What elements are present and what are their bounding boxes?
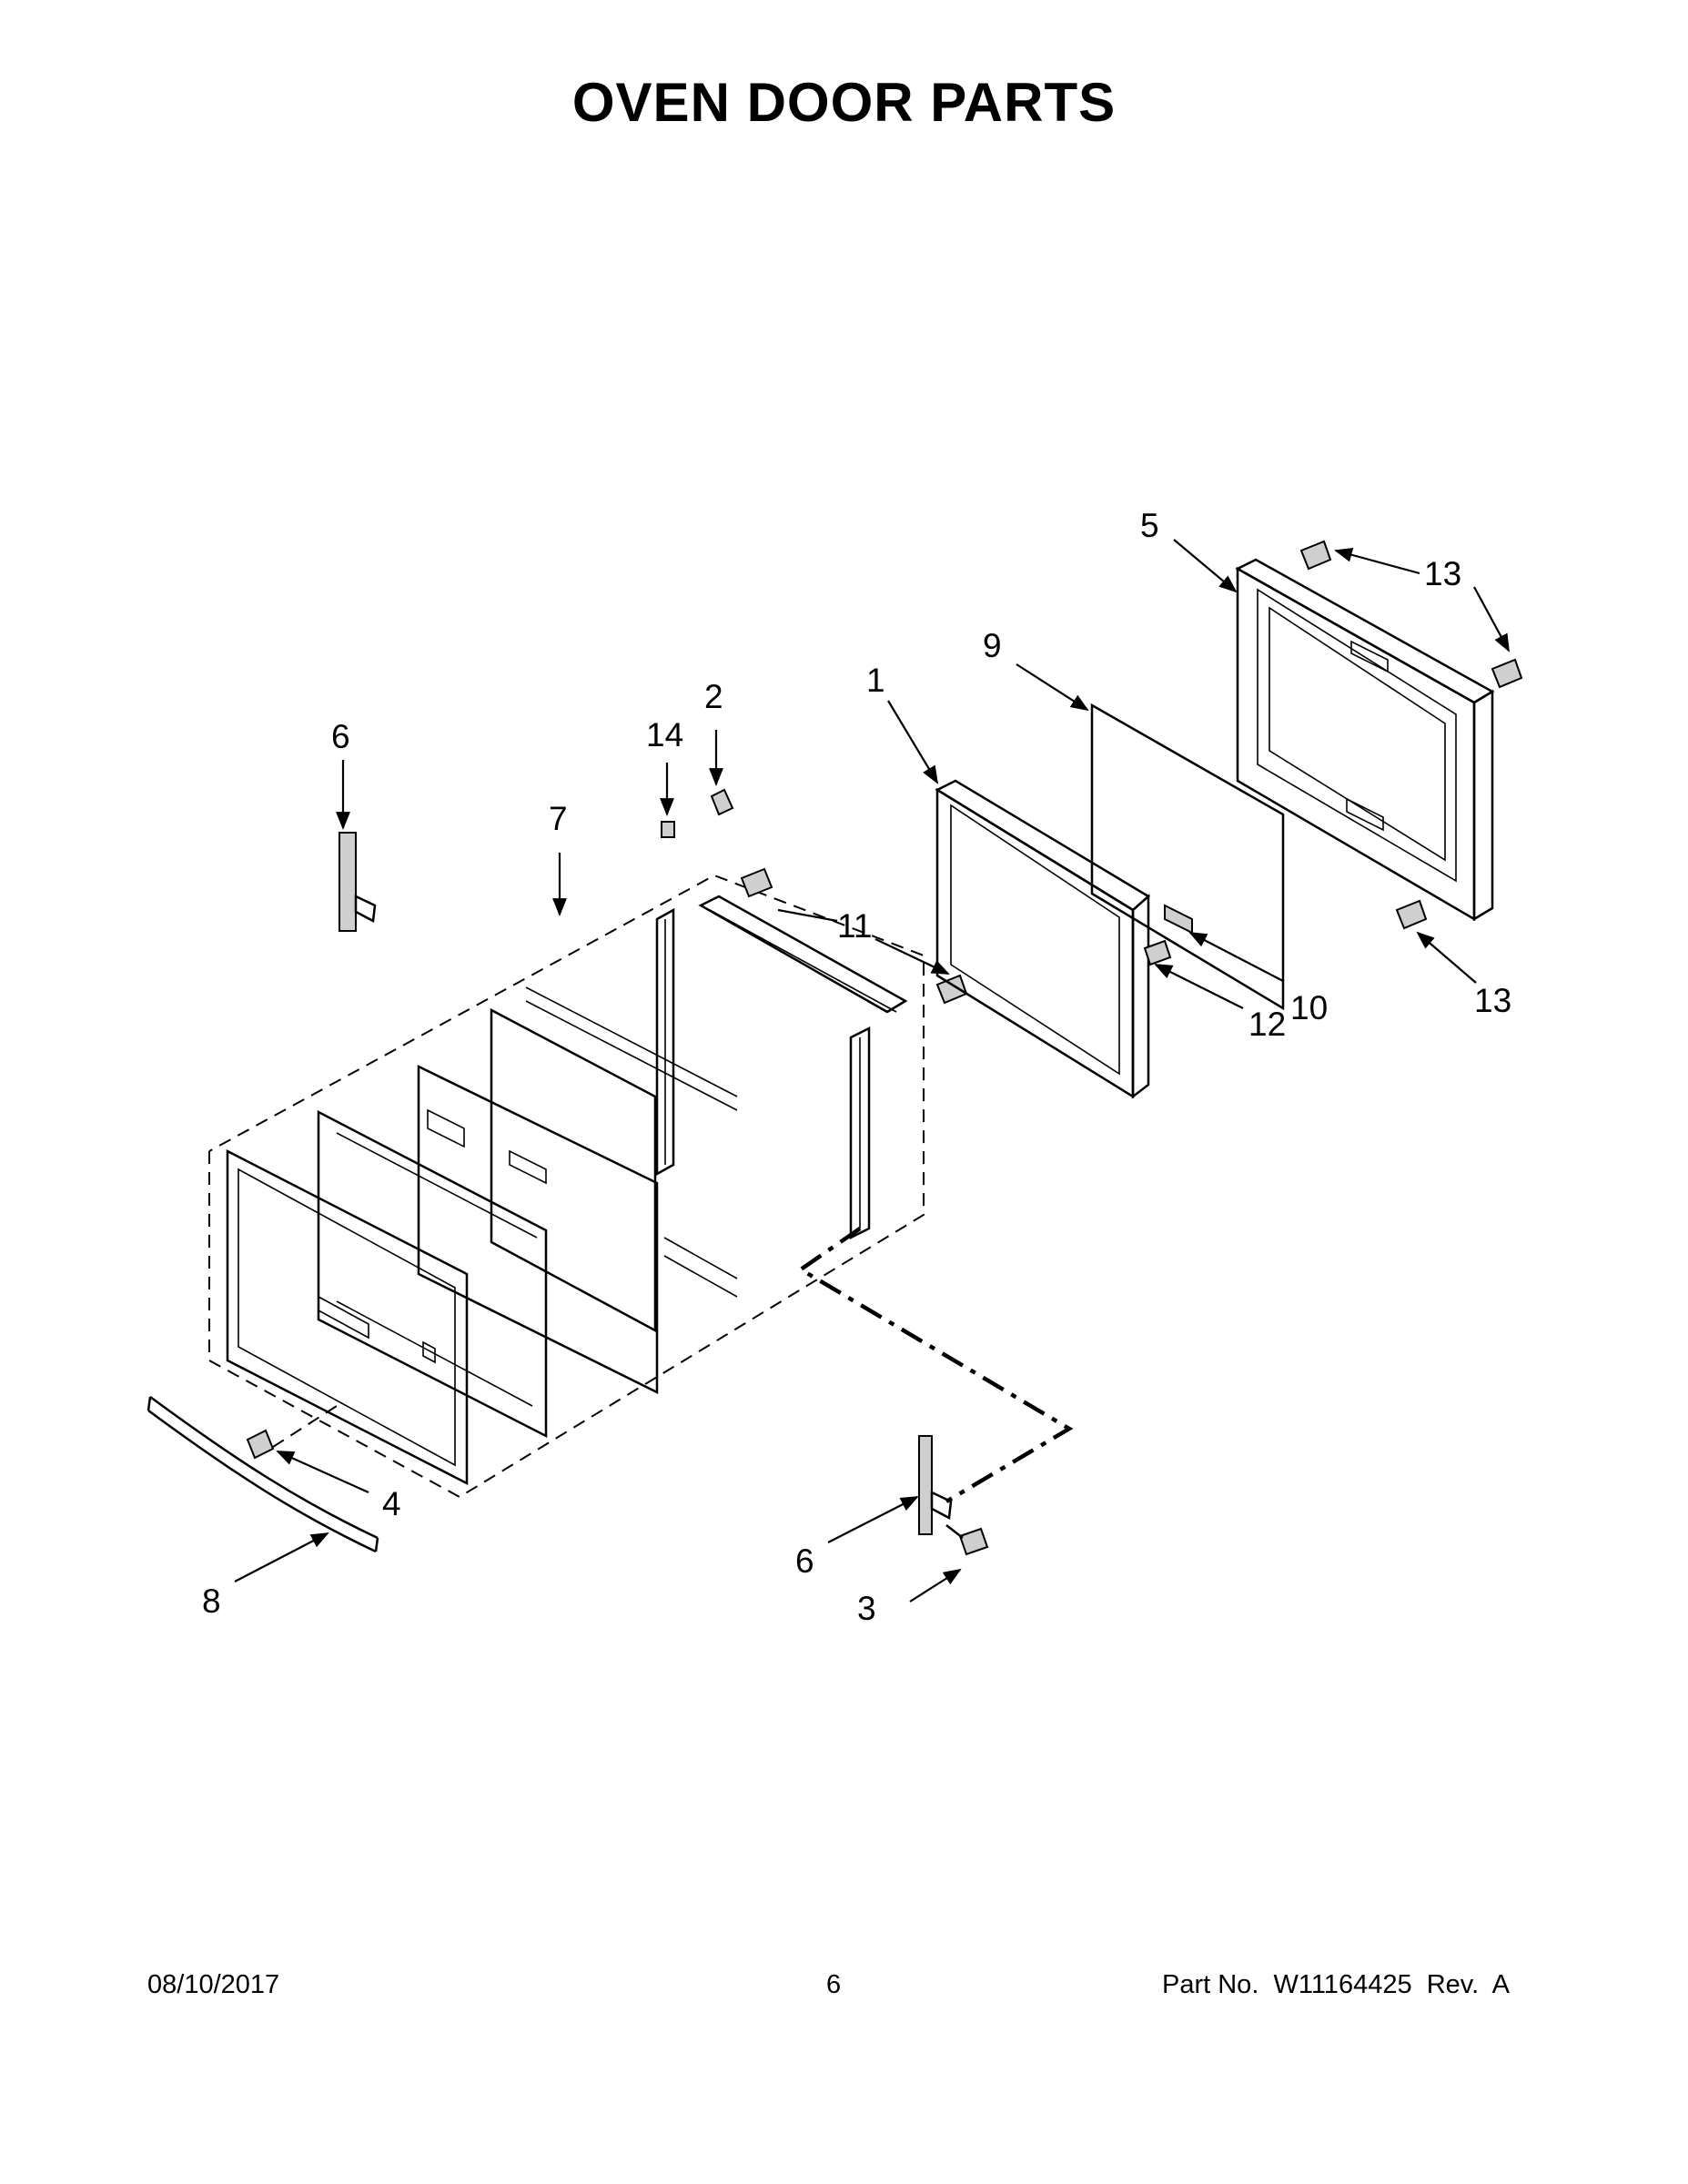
hinge-bottom [918, 1435, 953, 1535]
insulation-panel [1090, 703, 1285, 1011]
callout-4: 4 [382, 1485, 401, 1522]
callout-7: 7 [549, 800, 568, 837]
handle-screw [246, 1429, 275, 1460]
callout-6-bottom: 6 [795, 1542, 814, 1580]
inner-door-frame [935, 779, 1151, 1099]
callout-10: 10 [1290, 989, 1328, 1026]
callout-12: 12 [1248, 1006, 1286, 1043]
callout-11: 11 [837, 907, 872, 945]
footer-page-number: 6 [826, 1970, 842, 1999]
clip-part-14 [661, 821, 675, 838]
screws-part-13 [1299, 540, 1523, 930]
page-title: OVEN DOOR PARTS [571, 72, 1117, 133]
door-top-channel [698, 895, 908, 1014]
door-liner [1235, 558, 1495, 922]
callout-5: 5 [1140, 507, 1159, 544]
door-side-channel-left [655, 907, 675, 1177]
callout-1: 1 [866, 662, 885, 699]
spacer-part-10 [1164, 904, 1193, 935]
footer-part-info: Part No. W11164425 Rev. A [1162, 1970, 1511, 1999]
hinge-top-left [339, 832, 377, 932]
callout-6-top: 6 [331, 718, 350, 755]
screws-part-11 [740, 867, 968, 1005]
door-handle [147, 1395, 379, 1553]
door-side-channel-right [849, 1026, 871, 1240]
callout-8: 8 [202, 1582, 221, 1620]
inner-glass-2 [417, 1064, 659, 1395]
footer-date: 08/10/2017 [147, 1970, 280, 1999]
callout-14: 14 [646, 716, 683, 753]
hinge-connection-line [796, 1227, 1074, 1503]
callout-9: 9 [983, 627, 1002, 664]
callout-3: 3 [857, 1590, 876, 1627]
hinge-screw [945, 1524, 989, 1556]
inner-glass-3 [490, 986, 738, 1333]
door-assembly-outline [208, 874, 925, 1499]
callout-labels: 1 2 3 4 5 6 6 7 8 9 10 11 12 13 13 14 [202, 507, 1511, 1627]
bracket-part-2 [710, 788, 734, 816]
callout-leaders [234, 539, 1510, 1603]
callout-13-top: 13 [1424, 555, 1461, 592]
callout-13-bottom: 13 [1474, 982, 1511, 1019]
inner-glass-1 [317, 1109, 548, 1439]
screw-part-12 [1143, 939, 1172, 966]
callout-2: 2 [704, 678, 723, 715]
